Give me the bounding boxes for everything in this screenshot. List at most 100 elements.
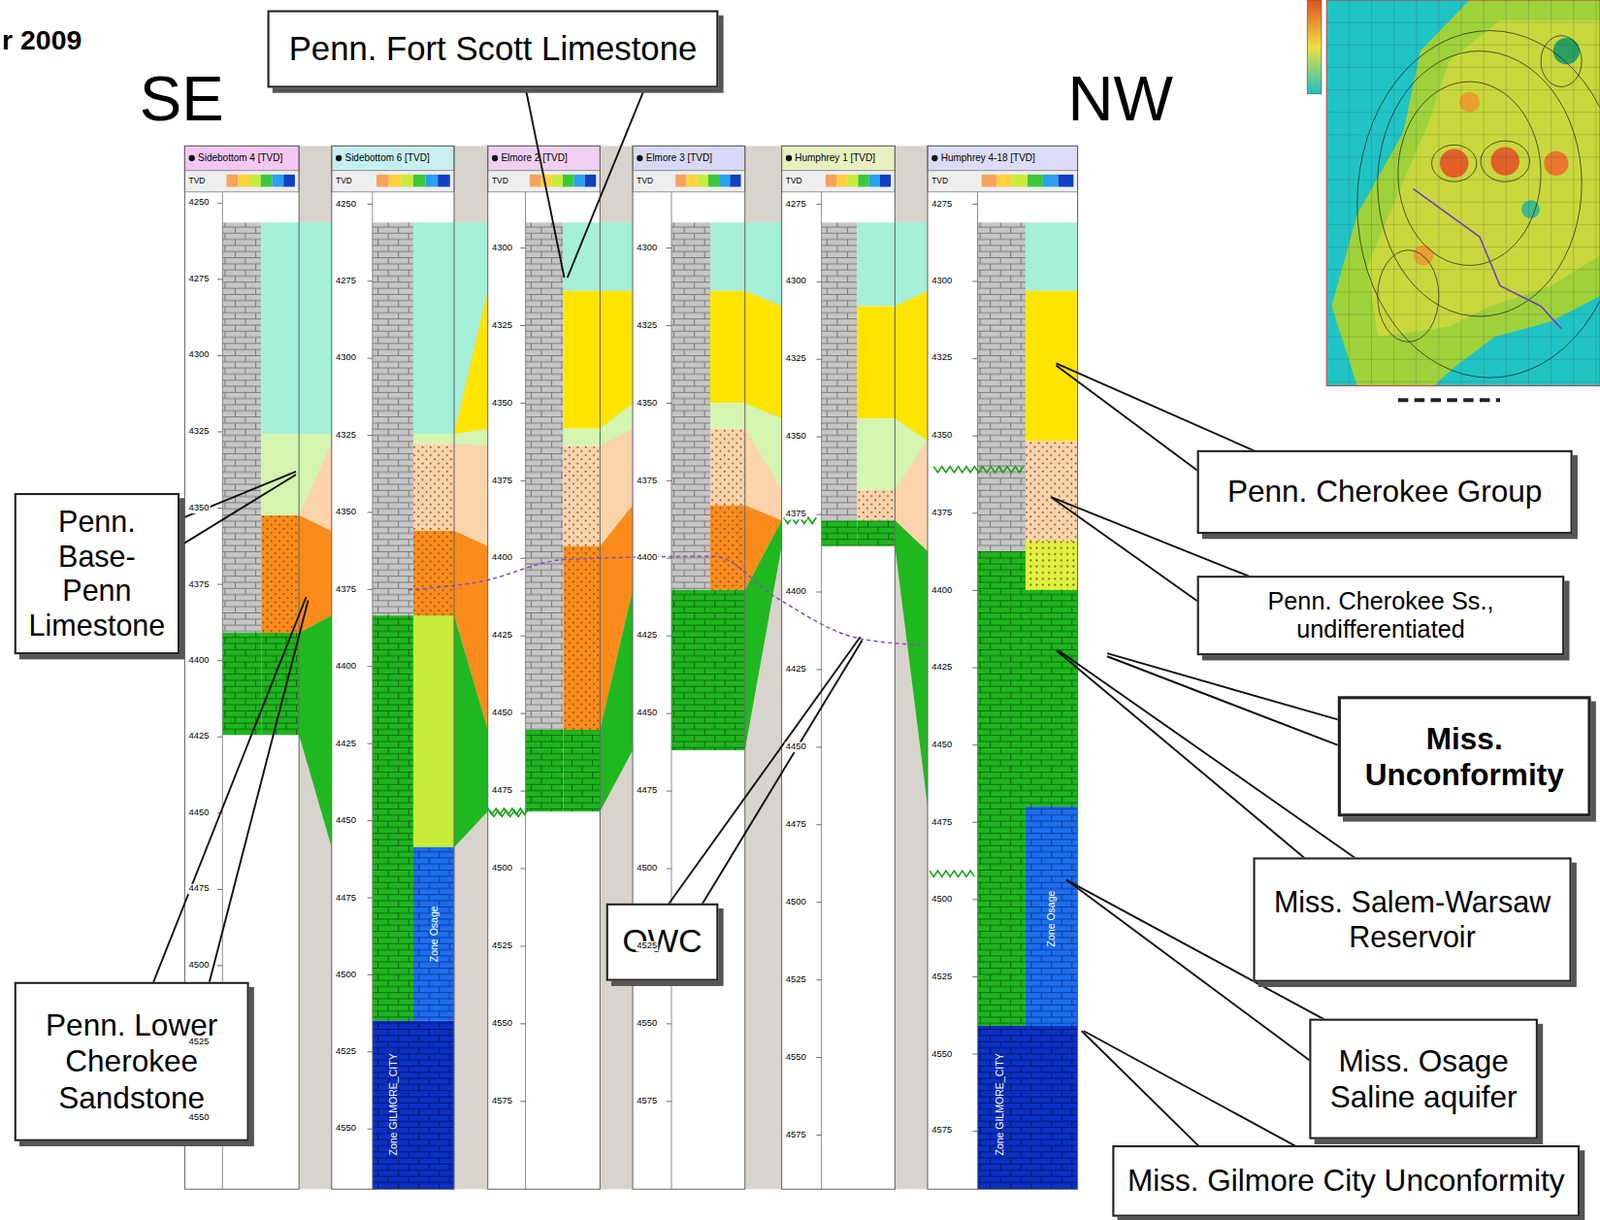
track-label: 4400 — [635, 553, 658, 563]
leader-line — [525, 87, 565, 278]
track-label: 4525 — [188, 1036, 211, 1046]
track-label: 4550 — [635, 1018, 658, 1029]
track-label: 4425 — [188, 731, 211, 742]
track-label: TVD — [931, 176, 948, 186]
callout-text: Penn. Lower Cherokee Sandstone — [24, 1007, 239, 1116]
leader-line — [1107, 655, 1339, 745]
track-label: 4425 — [635, 630, 658, 641]
track-label: TVD — [785, 176, 803, 186]
track-label: 4300 — [635, 242, 658, 253]
track-label: 4275 — [930, 198, 953, 209]
track-label: 4400 — [490, 553, 514, 563]
track-label: 4400 — [784, 587, 808, 597]
track-label: 4325 — [490, 320, 514, 330]
track-label: 4500 — [930, 894, 953, 905]
track-label: 4450 — [930, 739, 953, 750]
track-label: 4525 — [930, 971, 953, 981]
track-label: 4350 — [490, 397, 514, 408]
track-label: 4450 — [188, 808, 211, 818]
track-label: 4275 — [784, 198, 808, 209]
leader-line — [1081, 1030, 1200, 1146]
leader-line — [668, 636, 861, 905]
track-label: 4250 — [188, 197, 211, 208]
track-label: 4300 — [930, 276, 953, 287]
leader-line — [1083, 1030, 1297, 1146]
track-label: Humphrey 1 [TVD] — [794, 153, 876, 164]
well-track — [488, 145, 601, 1189]
track-label: 4250 — [334, 198, 358, 209]
heading-label: SE — [139, 64, 225, 134]
track-label: 4425 — [930, 662, 953, 673]
callout-text: Penn. Cherokee Ss., undifferentiated — [1207, 586, 1555, 645]
track-label: 4350 — [334, 507, 358, 518]
callout-text: Penn. Fort Scott Limestone — [289, 29, 698, 69]
callout-text: Miss. Osage Saline aquifer — [1319, 1042, 1529, 1114]
track-label: 4550 — [930, 1048, 953, 1059]
track-label: 4350 — [188, 502, 211, 513]
heading-label: NW — [1067, 64, 1174, 134]
track-label: 4375 — [930, 508, 953, 519]
track-label: 4475 — [188, 883, 211, 894]
leader-line — [567, 87, 646, 278]
leader-line — [171, 471, 296, 523]
track-label: Humphrey 4-18 [TVD] — [941, 153, 1036, 164]
callout-text: Penn. Base-Penn Limestone — [24, 503, 169, 644]
track-label: 4300 — [334, 353, 358, 363]
leader-line — [171, 474, 296, 552]
callout-text: Miss. Gilmore City Unconformity — [1127, 1162, 1566, 1199]
track-label: 4450 — [334, 815, 358, 825]
track-label: TVD — [636, 176, 654, 186]
track-label: 4325 — [784, 354, 808, 364]
callout-box: Penn. Base-Penn Limestone — [14, 492, 180, 654]
callout-text: Penn. Cherokee Group — [1227, 473, 1542, 510]
callout-box: Miss. Osage Saline aquifer — [1308, 1018, 1538, 1140]
track-label: Zone GILMORE_CITY — [994, 1052, 1007, 1155]
leader-line — [1056, 362, 1256, 451]
track-label: 4325 — [334, 429, 358, 440]
track-label: 4550 — [490, 1018, 514, 1029]
track-label: 4500 — [188, 960, 211, 971]
track-label: 4425 — [784, 664, 808, 675]
track-label: 4300 — [490, 242, 514, 253]
track-label: 4475 — [930, 816, 953, 827]
track-label: 4400 — [334, 661, 358, 672]
track-label: 4300 — [784, 276, 808, 287]
track-label: 4550 — [784, 1051, 808, 1062]
track-label: 4375 — [334, 584, 358, 594]
track-label: 4525 — [784, 974, 808, 984]
track-label: 4525 — [490, 941, 514, 951]
leader-line — [1056, 365, 1200, 472]
track-label: 4550 — [334, 1123, 358, 1134]
track-label: 4550 — [188, 1112, 211, 1123]
track-label: 4425 — [334, 738, 358, 749]
track-label: 4575 — [635, 1096, 658, 1107]
track-label: TVD — [491, 176, 509, 186]
leader-line — [153, 596, 307, 983]
well-track — [632, 145, 746, 1189]
well-track — [331, 145, 455, 1189]
callout-box: Miss. Gilmore City Unconformity — [1111, 1144, 1580, 1217]
callout-box: OWC — [606, 903, 719, 981]
track-label: 4525 — [334, 1046, 358, 1057]
well-track — [927, 145, 1078, 1189]
track-label: 4450 — [490, 708, 514, 719]
track-label: Zone GILMORE_CITY — [387, 1052, 399, 1155]
track-label: 4575 — [930, 1125, 953, 1136]
track-label: Sidebottom 6 [TVD] — [344, 153, 429, 164]
track-label: 4400 — [930, 585, 953, 595]
track-label: 4350 — [635, 397, 658, 408]
callout-text: OWC — [621, 922, 702, 962]
callout-box: Penn. Fort Scott Limestone — [267, 10, 719, 89]
callout-box: Penn. Cherokee Group — [1197, 450, 1573, 534]
track-label: 4450 — [784, 742, 808, 752]
track-label: Elmore 2 [TVD] — [500, 153, 567, 164]
track-label: 4475 — [784, 819, 808, 830]
track-label: 4275 — [334, 276, 358, 287]
track-label: 4275 — [188, 274, 211, 285]
track-label: Elmore 3 [TVD] — [646, 153, 713, 164]
track-label: 4375 — [490, 475, 514, 486]
track-label: 4500 — [334, 969, 358, 980]
track-label: 4375 — [784, 509, 808, 520]
track-label: 4500 — [490, 863, 514, 874]
leader-line — [1056, 650, 1307, 860]
